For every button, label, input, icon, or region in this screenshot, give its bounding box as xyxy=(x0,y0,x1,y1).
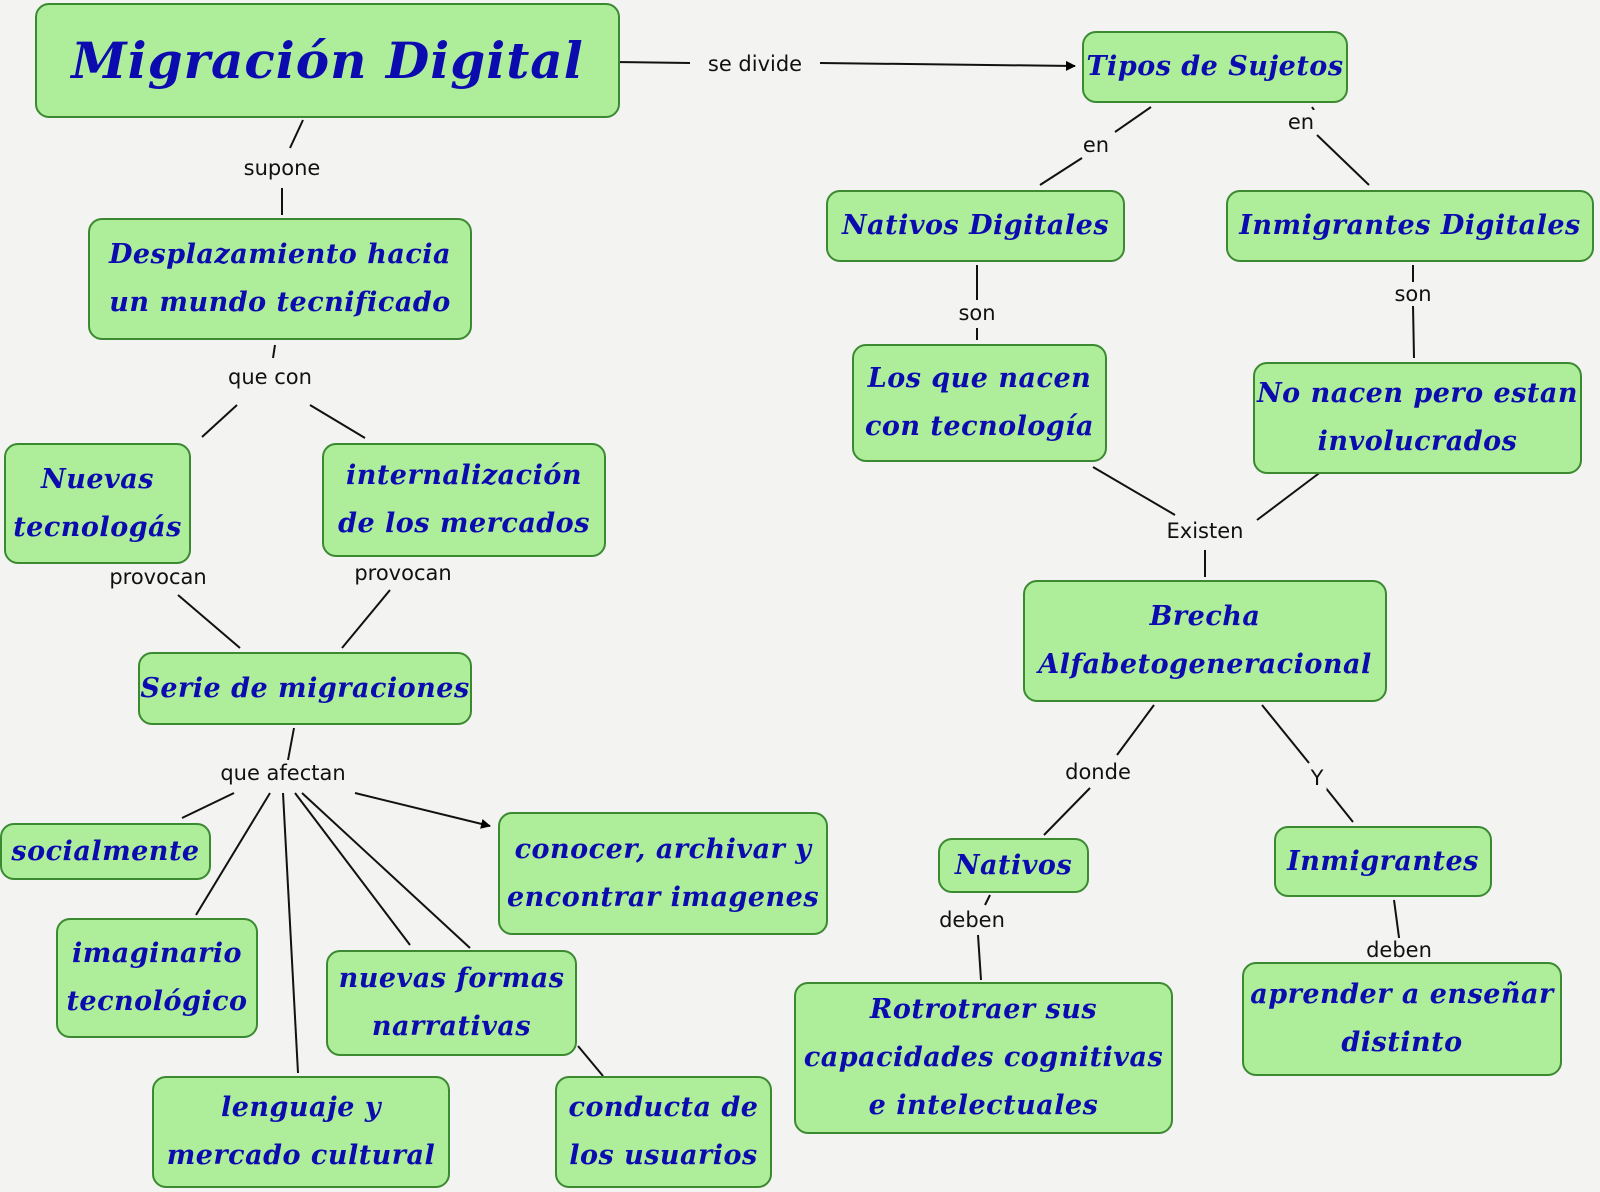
line-que-afectan-a xyxy=(287,727,295,761)
link-label-en-right: en xyxy=(1284,110,1318,134)
node-brecha-alfabetogeneracional[interactable]: Brecha Alfabetogeneracional xyxy=(1023,580,1387,702)
link-label-existen: Existen xyxy=(1163,519,1247,543)
node-imaginario-tecnologico[interactable]: imaginario tecnológico xyxy=(56,918,258,1038)
link-label-se-divide: se divide xyxy=(704,52,806,76)
link-label-que-con: que con xyxy=(225,365,315,389)
line-que-con-b xyxy=(201,404,238,438)
line-y-bottom-seg xyxy=(1324,786,1354,823)
link-label-provocan-left: provocan xyxy=(106,565,210,589)
line-donde-top-seg xyxy=(1116,704,1155,756)
link-label-que-afectan: que afectan xyxy=(217,761,349,785)
link-label-donde: donde xyxy=(1062,760,1134,784)
line-existen-b xyxy=(1256,470,1323,521)
node-inmigrantes-digitales[interactable]: Inmigrantes Digitales xyxy=(1226,190,1594,262)
link-label-son-right: son xyxy=(1391,282,1435,306)
line-y-top-seg xyxy=(1261,704,1310,764)
line-donde-bottom-seg xyxy=(1043,787,1091,836)
link-label-supone: supone xyxy=(240,156,324,180)
node-serie-de-migraciones[interactable]: Serie de migraciones xyxy=(138,652,472,725)
node-migracion-digital[interactable]: Migración Digital xyxy=(35,3,620,118)
node-socialmente[interactable]: socialmente xyxy=(0,823,211,880)
line-que-con-a xyxy=(272,344,276,359)
line-que-afectan-nuevas-b xyxy=(301,792,471,949)
line-que-afectan-conocer xyxy=(354,792,491,829)
node-nativos[interactable]: Nativos xyxy=(938,838,1089,893)
node-no-nacen[interactable]: No nacen pero estan involucrados xyxy=(1253,362,1582,474)
line-nuevas-conducta xyxy=(577,1045,604,1077)
line-que-afectan-nuevas-a xyxy=(294,792,411,946)
line-provocan-left xyxy=(177,594,241,649)
link-label-deben-left: deben xyxy=(936,908,1008,932)
line-que-con-c xyxy=(309,404,366,439)
node-rotrotraer[interactable]: Rotrotraer sus capacidades cognitivas e … xyxy=(794,982,1173,1134)
line-en-left-b xyxy=(1039,157,1083,186)
line-deben-left-bottom xyxy=(977,934,982,981)
line-que-afectan-lenguaje xyxy=(282,792,299,1074)
node-aprender-a-ensenar[interactable]: aprender a enseñar distinto xyxy=(1242,962,1562,1076)
node-conocer-archivar[interactable]: conocer, archivar y encontrar imagenes xyxy=(498,812,828,935)
node-conducta-usuarios[interactable]: conducta de los usuarios xyxy=(555,1076,772,1188)
line-deben-right-top xyxy=(1393,899,1401,946)
line-deben-left-top xyxy=(984,894,991,906)
link-label-en-left: en xyxy=(1079,133,1113,157)
node-los-que-nacen[interactable]: Los que nacen con tecnología xyxy=(852,344,1107,462)
node-tipos-de-sujetos[interactable]: Tipos de Sujetos xyxy=(1082,31,1348,103)
link-label-y: Y xyxy=(1307,766,1327,790)
line-que-afectan-imaginario xyxy=(195,792,271,916)
node-lenguaje-mercado-cultural[interactable]: lenguaje y mercado cultural xyxy=(152,1076,450,1188)
line-en-right-a xyxy=(1311,106,1315,111)
line-se-divide-a xyxy=(611,61,691,64)
node-nativos-digitales[interactable]: Nativos Digitales xyxy=(826,190,1125,262)
node-nuevas-formas-narrativas[interactable]: nuevas formas narrativas xyxy=(326,950,577,1056)
node-inmigrantes[interactable]: Inmigrantes xyxy=(1274,826,1492,897)
link-label-deben-right: deben xyxy=(1363,938,1435,962)
node-internalizacion[interactable]: internalización de los mercados xyxy=(322,443,606,557)
link-label-son-left: son xyxy=(955,301,999,325)
line-supone-a xyxy=(289,119,304,149)
line-existen-a xyxy=(1092,466,1176,516)
line-se-divide-b xyxy=(819,60,1076,71)
link-label-provocan-right: provocan xyxy=(351,561,455,585)
node-nuevas-tecnologias[interactable]: Nuevas tecnologás xyxy=(4,443,191,564)
line-en-right-b xyxy=(1316,134,1370,186)
line-son-right-b xyxy=(1412,304,1415,359)
line-en-left-a xyxy=(1114,106,1152,133)
node-desplazamiento[interactable]: Desplazamiento hacia un mundo tecnificad… xyxy=(88,218,472,340)
line-provocan-right xyxy=(341,589,391,649)
line-que-afectan-socialmente xyxy=(181,792,235,819)
